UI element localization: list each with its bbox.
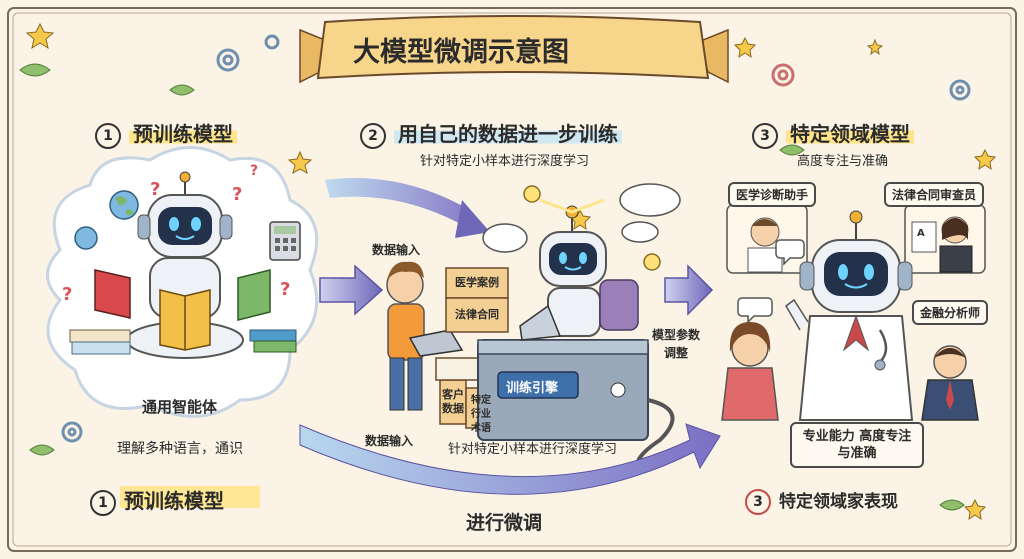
data-flow-arc: [325, 178, 470, 228]
arrow-to-domain: [664, 264, 714, 316]
training-machine: [477, 339, 675, 472]
section3-number: 3: [752, 122, 778, 149]
doctor-portrait: [726, 204, 808, 274]
section3-heading: 3 特定领域模型: [752, 118, 914, 149]
page-title: 大模型微调示意图: [353, 37, 569, 68]
section1-number: 1: [95, 122, 121, 149]
person-with-laptop: [386, 261, 464, 411]
section2-subtitle: 针对特定小样本进行深度学习: [420, 154, 590, 169]
outer-frame: [7, 7, 1017, 552]
footer-left-label: 预训练模型: [124, 489, 224, 513]
arrow-to-training: [319, 264, 384, 316]
crate-legal-label: 法律合同: [455, 308, 499, 321]
footer-right-label: 特定领域家表现: [779, 492, 898, 512]
svg-text:?: ?: [150, 179, 160, 200]
crates-stack: [435, 267, 509, 429]
data-flow-arrowhead: [455, 200, 490, 238]
globe-icon: [74, 190, 139, 250]
section1-description: 理解多种语言，通识: [117, 441, 243, 457]
man-client: [921, 345, 979, 421]
badge-legal-reviewer: 法律合同审查员: [884, 182, 985, 207]
crate-customer-label: 客户数据: [442, 388, 464, 415]
question-marks: ?????: [62, 163, 290, 305]
footer-left-number: 1: [90, 489, 116, 516]
svg-text:?: ?: [280, 279, 290, 300]
svg-text:?: ?: [250, 163, 258, 179]
badge-financial-analyst: 金融分析师: [912, 300, 989, 325]
data-input-bottom-label: 数据输入: [365, 434, 414, 448]
crate-medical-label: 医学案例: [455, 276, 499, 289]
calculator-icon: [269, 221, 301, 261]
training-engine-label: 训练引擎: [506, 381, 559, 396]
footer-left-highlight: [120, 486, 260, 508]
section1-heading-text: 预训练模型: [129, 122, 237, 146]
footer-center: 进行微调: [466, 512, 543, 534]
footer-right: 3 特定领域家表现: [745, 487, 898, 515]
book-icon: [69, 269, 297, 355]
finetune-sweep-arrow: [299, 423, 721, 495]
crate-terms-label: 特定行业术语: [471, 395, 491, 434]
data-input-top-label: 数据输入: [372, 243, 421, 257]
section1-heading: 1 预训练模型: [95, 118, 237, 149]
speech-bubbles: [737, 239, 805, 324]
lawyer-portrait: A: [904, 204, 986, 274]
code-bubbles: [482, 183, 681, 253]
domain-expert-robot: [785, 210, 914, 421]
footer-left: 1 预训练模型: [90, 485, 224, 516]
section2-heading-text: 用自己的数据进一步训练: [394, 122, 622, 146]
svg-text:?: ?: [232, 184, 242, 205]
training-robot: [519, 198, 639, 341]
section2-number: 2: [360, 122, 386, 149]
woman-client: [721, 322, 779, 421]
svg-text:?: ?: [62, 284, 72, 305]
lightbulb-icon: [523, 185, 661, 271]
decor-leaves: [19, 63, 965, 511]
agent-label: 通用智能体: [142, 398, 218, 416]
title-banner: [299, 15, 729, 84]
section3-subtitle: 高度专注与准确: [797, 154, 889, 169]
decor-gears: [61, 34, 971, 443]
section2-heading: 2 用自己的数据进一步训练: [360, 118, 622, 149]
svg-text:A: A: [917, 228, 925, 239]
inner-frame: [12, 12, 1012, 547]
section3-heading-text: 特定领域模型: [786, 122, 914, 146]
params-label: 模型参数调整: [651, 328, 700, 360]
decor-stars: [25, 22, 997, 521]
expertise-box: 专业能力 高度专注与准确: [790, 422, 924, 468]
footer-right-number: 3: [745, 489, 771, 515]
badge-medical-assistant: 医学诊断助手: [728, 182, 817, 207]
section2-bottom-description: 针对特定小样本进行深度学习: [448, 442, 618, 457]
